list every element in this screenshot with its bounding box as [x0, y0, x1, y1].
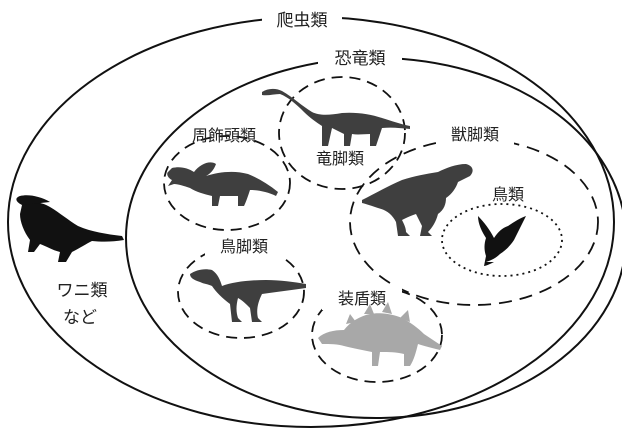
- crocodile-silhouette: [16, 195, 124, 262]
- theropods-label: 獣脚類: [451, 125, 499, 144]
- crocodiles-label-line2: など: [63, 308, 97, 328]
- trex-silhouette: [362, 164, 473, 236]
- triceratops-silhouette: [167, 162, 278, 206]
- reptiles-label: 爬虫類: [277, 11, 328, 31]
- thyreophora-label: 装盾類: [338, 289, 386, 308]
- bird-silhouette: [478, 216, 526, 266]
- birds-label: 鳥類: [492, 185, 524, 204]
- marginocephalia-label: 周飾頭類: [192, 126, 256, 145]
- ornithopods-label: 鳥脚類: [220, 237, 268, 256]
- dinosaurs-label: 恐竜類: [335, 49, 386, 69]
- sauropod-silhouette: [262, 89, 410, 146]
- stegosaurus-silhouette: [318, 302, 442, 366]
- theropods-set: [350, 139, 598, 305]
- crocodiles-label-line1: ワニ類: [57, 281, 108, 301]
- ornithopod-silhouette: [190, 269, 306, 322]
- sauropods-label: 竜脚類: [316, 149, 364, 168]
- reptiles-set: [8, 17, 614, 427]
